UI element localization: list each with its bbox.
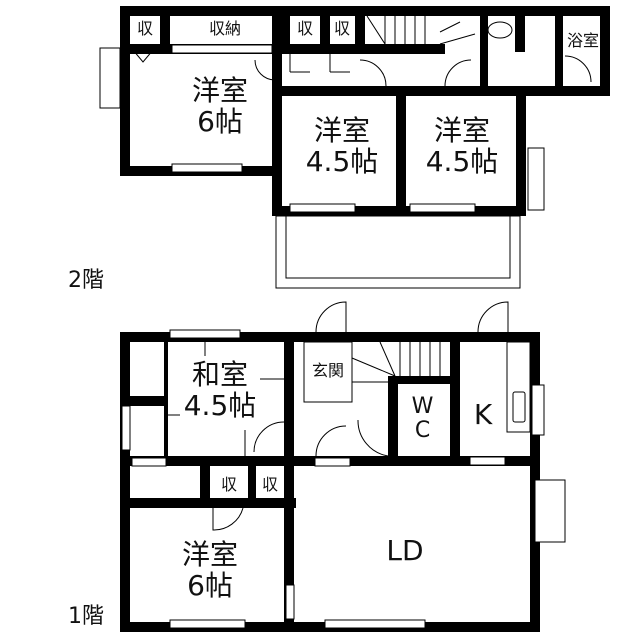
storage-label: 収: [261, 475, 278, 494]
room-label-ld: LD: [386, 534, 424, 567]
room-label-1f-japanese: 和室 4.5帖: [170, 358, 270, 422]
storage-label: 収納: [208, 19, 241, 38]
room-label-1f-western-6: 洋室 6帖: [160, 538, 260, 602]
room-size: 4.5帖: [425, 144, 499, 178]
storage-label: 収: [296, 19, 313, 38]
room-size: 4.5帖: [183, 388, 257, 422]
room-size: 6帖: [197, 104, 243, 138]
room-name: 洋室: [191, 74, 248, 107]
room-name: 和室: [191, 358, 248, 391]
room-label-kitchen: K: [473, 398, 493, 431]
floor-label-2f: 2階: [68, 268, 104, 293]
storage-label: 収: [220, 475, 237, 494]
room-label-2f-western-6: 洋室 6帖: [170, 74, 270, 138]
room-label-2f-western-4-5-a: 洋室 4.5帖: [292, 114, 392, 178]
wc-line1: W: [411, 394, 434, 419]
room-name: 洋室: [181, 538, 238, 571]
storage-label: 収: [333, 19, 350, 38]
bath-label: 浴室: [566, 31, 599, 50]
wc-line2: C: [414, 418, 431, 444]
entrance-label: 玄関: [311, 361, 344, 380]
floor-label-1f: 1階: [68, 604, 104, 629]
room-label-2f-western-4-5-b: 洋室 4.5帖: [412, 114, 512, 178]
room-size: 6帖: [187, 568, 233, 602]
storage-label: 収: [136, 19, 153, 38]
room-name: 洋室: [433, 114, 490, 147]
room-size: 4.5帖: [305, 144, 379, 178]
room-label-wc: W C: [400, 394, 445, 444]
room-name: 洋室: [313, 114, 370, 147]
